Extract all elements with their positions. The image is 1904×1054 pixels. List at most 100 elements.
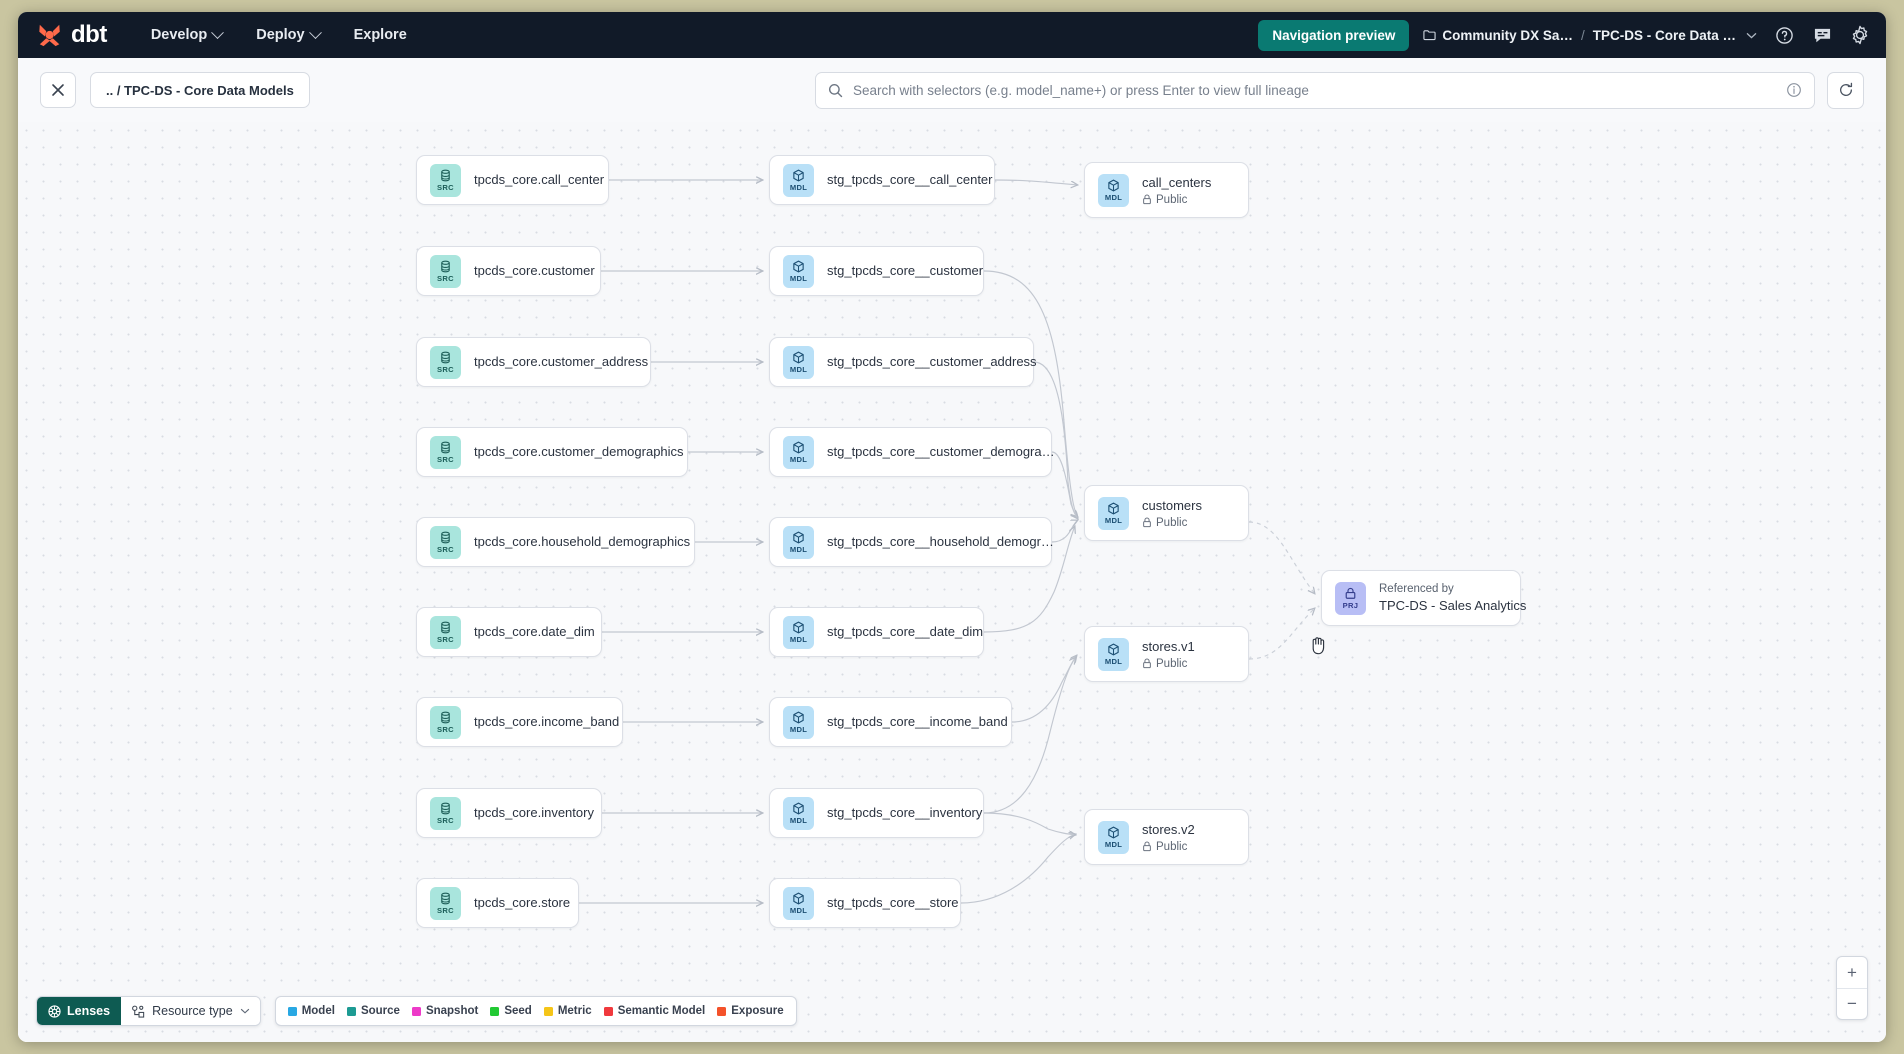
search-icon <box>828 83 843 97</box>
node-body: stg_tpcds_core__call_center <box>827 172 993 188</box>
badge-type-label: MDL <box>1104 656 1123 666</box>
lineage-toolbar: .. / TPC-DS - Core Data Models <box>18 58 1886 122</box>
brand-wordmark: dbt <box>71 21 107 48</box>
dbt-logo[interactable]: dbt <box>36 21 107 49</box>
nav-explore[interactable]: Explore <box>352 22 409 48</box>
badge-type-label: SRC <box>437 273 454 283</box>
chevron-down-icon <box>211 25 225 39</box>
lineage-node-src-inventory[interactable]: SRC tpcds_core.inventory <box>416 788 602 838</box>
legend-swatch <box>490 1006 500 1016</box>
lineage-search-box[interactable] <box>815 71 1815 109</box>
legend-item[interactable]: Metric <box>543 1005 592 1017</box>
badge-type-label: SRC <box>437 182 454 192</box>
lenses-icon <box>48 1004 61 1018</box>
account-project-breadcrumb: Community DX Sa… / TPC-DS - Core Data … <box>1423 28 1758 43</box>
nav-develop[interactable]: Develop <box>149 22 225 48</box>
breadcrumb-account[interactable]: Community DX Sa… <box>1423 28 1573 43</box>
node-body: stg_tpcds_core__customer_address <box>827 354 1037 370</box>
refresh-icon <box>1839 82 1852 96</box>
legend-label: Snapshot <box>425 1005 479 1017</box>
mdl-badge-icon: MDL <box>783 886 814 920</box>
badge-type-label: SRC <box>437 724 454 734</box>
refresh-lineage-button[interactable] <box>1827 71 1864 109</box>
close-lineage-button[interactable] <box>40 72 76 108</box>
legend-item[interactable]: Exposure <box>717 1005 784 1017</box>
lineage-node-mdl-stg-call-center[interactable]: MDL stg_tpcds_core__call_center <box>769 155 995 205</box>
badge-type-label: SRC <box>437 905 454 915</box>
legend-item[interactable]: Model <box>287 1005 335 1017</box>
node-access-badge: Public <box>1142 841 1195 853</box>
legend-item[interactable]: Semantic Model <box>603 1005 705 1017</box>
node-body: tpcds_core.household_demographics <box>474 534 690 550</box>
search-input[interactable] <box>853 82 1776 98</box>
nav-deploy[interactable]: Deploy <box>254 22 322 48</box>
badge-type-label: MDL <box>789 454 808 464</box>
node-access-badge: Public <box>1142 658 1195 670</box>
node-body: tpcds_core.customer <box>474 263 595 279</box>
lineage-node-mdl-stg-cust-demo[interactable]: MDL stg_tpcds_core__customer_demogra… <box>769 427 1055 477</box>
src-badge-icon: SRC <box>430 796 461 830</box>
node-body: tpcds_core.customer_address <box>474 354 648 370</box>
lineage-node-src-customer[interactable]: SRC tpcds_core.customer <box>416 246 601 296</box>
feedback-chat-icon[interactable] <box>1810 23 1834 47</box>
node-body: tpcds_core.customer_demographics <box>474 444 684 460</box>
node-title: stg_tpcds_core__income_band <box>827 714 1008 729</box>
node-body: stg_tpcds_core__income_band <box>827 714 1008 730</box>
lineage-node-src-store[interactable]: SRC tpcds_core.store <box>416 878 579 928</box>
node-body: tpcds_core.date_dim <box>474 624 595 640</box>
breadcrumb-separator: / <box>1580 27 1585 43</box>
node-body: stg_tpcds_core__customer_demogra… <box>827 444 1055 460</box>
legend-item[interactable]: Snapshot <box>411 1005 479 1017</box>
lineage-node-src-call-center[interactable]: SRC tpcds_core.call_center <box>416 155 609 205</box>
info-icon[interactable] <box>1786 82 1802 98</box>
node-access-label: Public <box>1156 657 1188 670</box>
zoom-out-button[interactable]: − <box>1837 988 1867 1019</box>
node-title: stores.v1 <box>1142 638 1195 654</box>
resource-type-dropdown[interactable]: Resource type <box>121 997 260 1025</box>
close-icon <box>52 84 64 96</box>
help-icon[interactable] <box>1772 23 1796 47</box>
zoom-in-button[interactable]: + <box>1847 962 1857 982</box>
prj-badge-icon: PRJ <box>1335 581 1366 615</box>
legend-label: Seed <box>504 1005 532 1017</box>
legend-item[interactable]: Source <box>346 1005 400 1017</box>
mdl-badge-icon: MDL <box>783 163 814 197</box>
node-access-badge: Public <box>1142 517 1202 529</box>
primary-nav: Develop Deploy Explore <box>149 22 409 48</box>
breadcrumb-chevron-down-icon[interactable] <box>1744 28 1758 42</box>
breadcrumb-project[interactable]: TPC-DS - Core Data … <box>1593 28 1736 43</box>
node-title: TPC-DS - Sales Analytics <box>1379 598 1527 613</box>
lenses-button[interactable]: Lenses <box>37 997 122 1025</box>
node-title: stg_tpcds_core__inventory <box>827 805 983 820</box>
node-title: tpcds_core.inventory <box>474 805 594 820</box>
navigation-preview-button[interactable]: Navigation preview <box>1258 19 1410 51</box>
lineage-breadcrumb-chip[interactable]: .. / TPC-DS - Core Data Models <box>90 72 310 108</box>
node-title: tpcds_core.call_center <box>474 172 605 187</box>
node-body: tpcds_core.store <box>474 895 570 911</box>
resource-type-legend: Model Source Snapshot Seed Metric Semantic Mo… <box>274 996 797 1026</box>
node-title: stg_tpcds_core__customer_demogra… <box>827 444 1055 459</box>
settings-gear-icon[interactable] <box>1848 23 1872 47</box>
mdl-badge-icon: MDL <box>1098 496 1129 530</box>
legend-item[interactable]: Seed <box>490 1005 532 1017</box>
